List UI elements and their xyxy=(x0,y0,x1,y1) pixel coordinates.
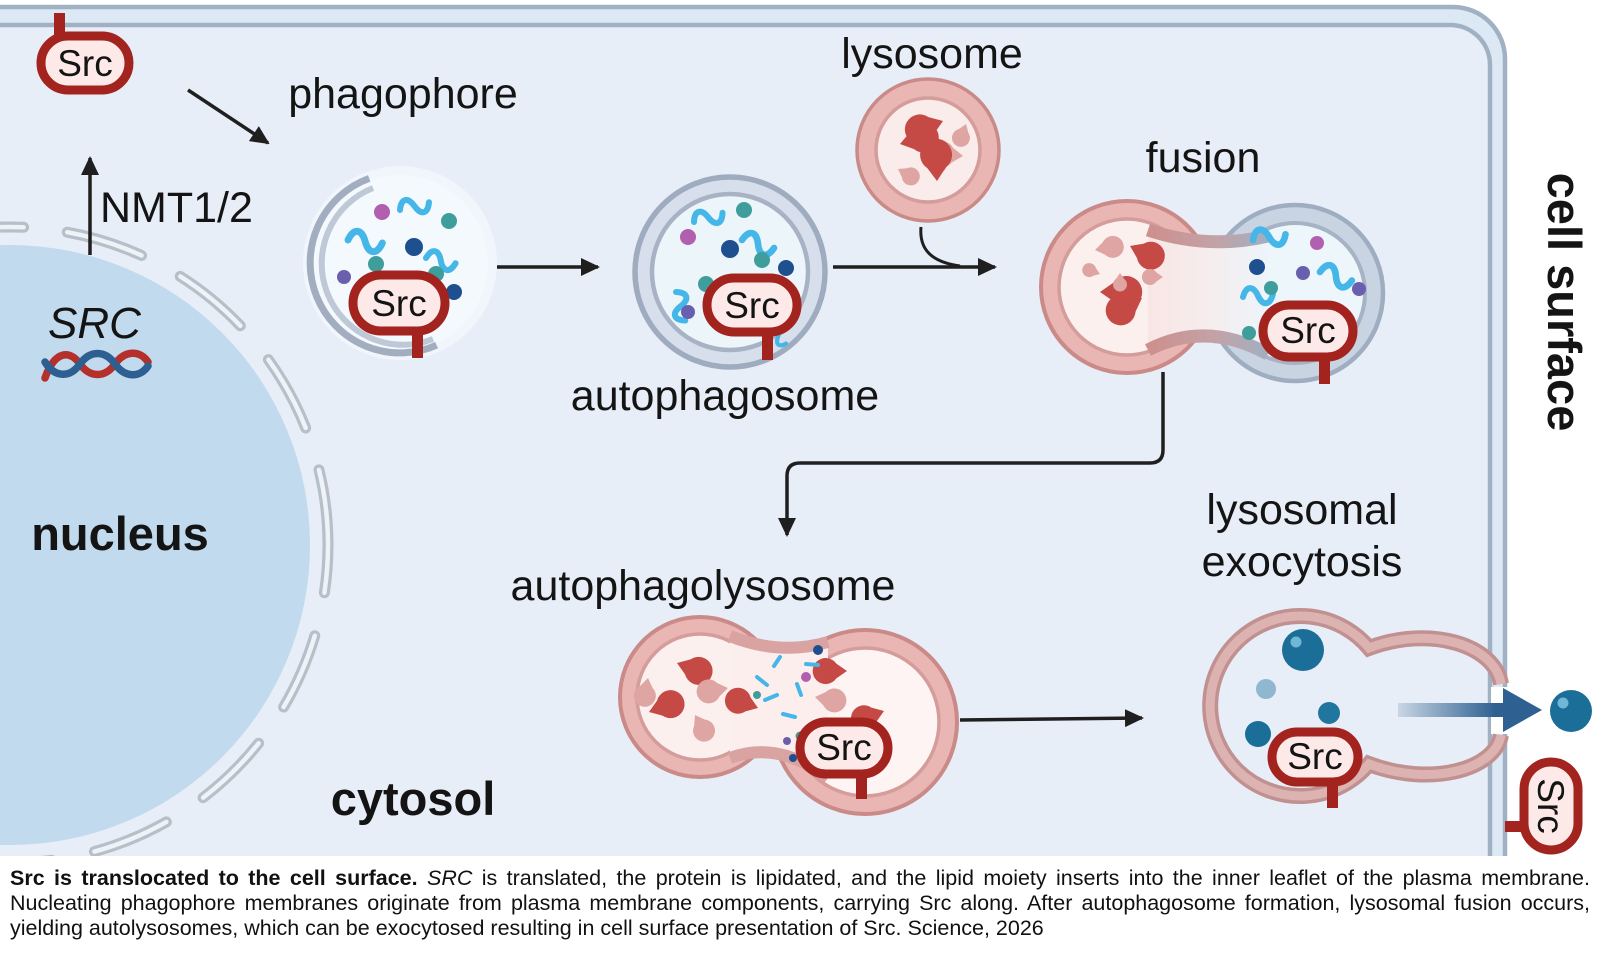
svg-text:Src: Src xyxy=(371,283,427,324)
cargo-molecules xyxy=(337,194,462,300)
src-gene-label: SRC xyxy=(48,299,142,348)
exocytosis-vesicle: Src xyxy=(1202,608,1509,808)
caption-body: is translated, the protein is lipidated,… xyxy=(10,866,1590,941)
phagophore: Src xyxy=(303,166,497,360)
lysosome-label: lysosome xyxy=(841,30,1023,78)
arrow-src-to-phagophore xyxy=(187,88,270,145)
svg-text:Src: Src xyxy=(57,43,113,84)
secreted-cargo xyxy=(1245,629,1340,758)
lysosome-merge-line xyxy=(919,226,961,268)
nucleus xyxy=(0,221,334,856)
caption-bold-lead: Src is translocated to the cell surface. xyxy=(10,866,418,890)
src-badge: Src xyxy=(702,273,802,337)
autophagolysosome-label: autophagolysosome xyxy=(511,562,896,610)
src-badge: Src xyxy=(1267,727,1363,787)
svg-text:Src: Src xyxy=(1530,778,1571,834)
cytosol-label: cytosol xyxy=(331,772,496,825)
svg-text:exocytosis: exocytosis xyxy=(1202,538,1403,586)
figure-caption: Src is translocated to the cell surface.… xyxy=(0,856,1600,964)
src-anchor xyxy=(1505,821,1527,832)
phagophore-label: phagophore xyxy=(288,70,518,118)
fusion-vesicle: Src xyxy=(1039,199,1386,384)
surface-src: Src xyxy=(1505,757,1583,855)
arrow-to-exocytosis xyxy=(959,709,1144,728)
svg-text:Src: Src xyxy=(816,727,872,768)
autophagolysosome: Src xyxy=(618,615,959,816)
autophagosome-label: autophagosome xyxy=(571,372,879,420)
caption-gene-name: SRC xyxy=(426,866,473,890)
src-anchor xyxy=(1319,354,1330,384)
svg-text:Src: Src xyxy=(724,285,780,326)
dna-icon xyxy=(41,349,152,382)
cell-diagram: SRC NMT1/2 Src phagophore xyxy=(0,4,1592,856)
lysosome xyxy=(855,77,1001,223)
src-badge: Src xyxy=(795,717,893,779)
src-badge: Src xyxy=(1519,757,1583,855)
src-anchor xyxy=(856,771,867,799)
svg-text:lysosomal: lysosomal xyxy=(1206,486,1397,534)
fusion-label: fusion xyxy=(1146,134,1261,182)
src-anchor xyxy=(54,13,65,45)
lysosomal-exocytosis-label: lysosomal exocytosis xyxy=(1202,486,1403,586)
arrow-to-autophagolysosome xyxy=(778,372,1165,537)
src-badge: Src xyxy=(348,270,450,336)
membrane-src: Src xyxy=(36,13,134,95)
secretion-arrow xyxy=(1398,688,1542,732)
cell-surface-label: cell surface xyxy=(1538,173,1591,432)
nmt-label: NMT1/2 xyxy=(100,184,253,232)
svg-text:Src: Src xyxy=(1280,310,1336,351)
released-cargo xyxy=(1550,690,1592,732)
autophagosome: Src xyxy=(632,174,828,370)
src-badge: Src xyxy=(36,31,134,95)
src-badge: Src xyxy=(1258,300,1358,362)
digested-cargo xyxy=(755,655,820,719)
nucleus-label: nucleus xyxy=(31,507,209,560)
nuclear-envelope xyxy=(0,221,334,856)
cargo-molecules xyxy=(668,202,794,348)
svg-text:Src: Src xyxy=(1287,736,1343,777)
src-anchor xyxy=(762,330,773,360)
src-anchor xyxy=(412,326,423,358)
src-anchor xyxy=(1327,780,1338,808)
